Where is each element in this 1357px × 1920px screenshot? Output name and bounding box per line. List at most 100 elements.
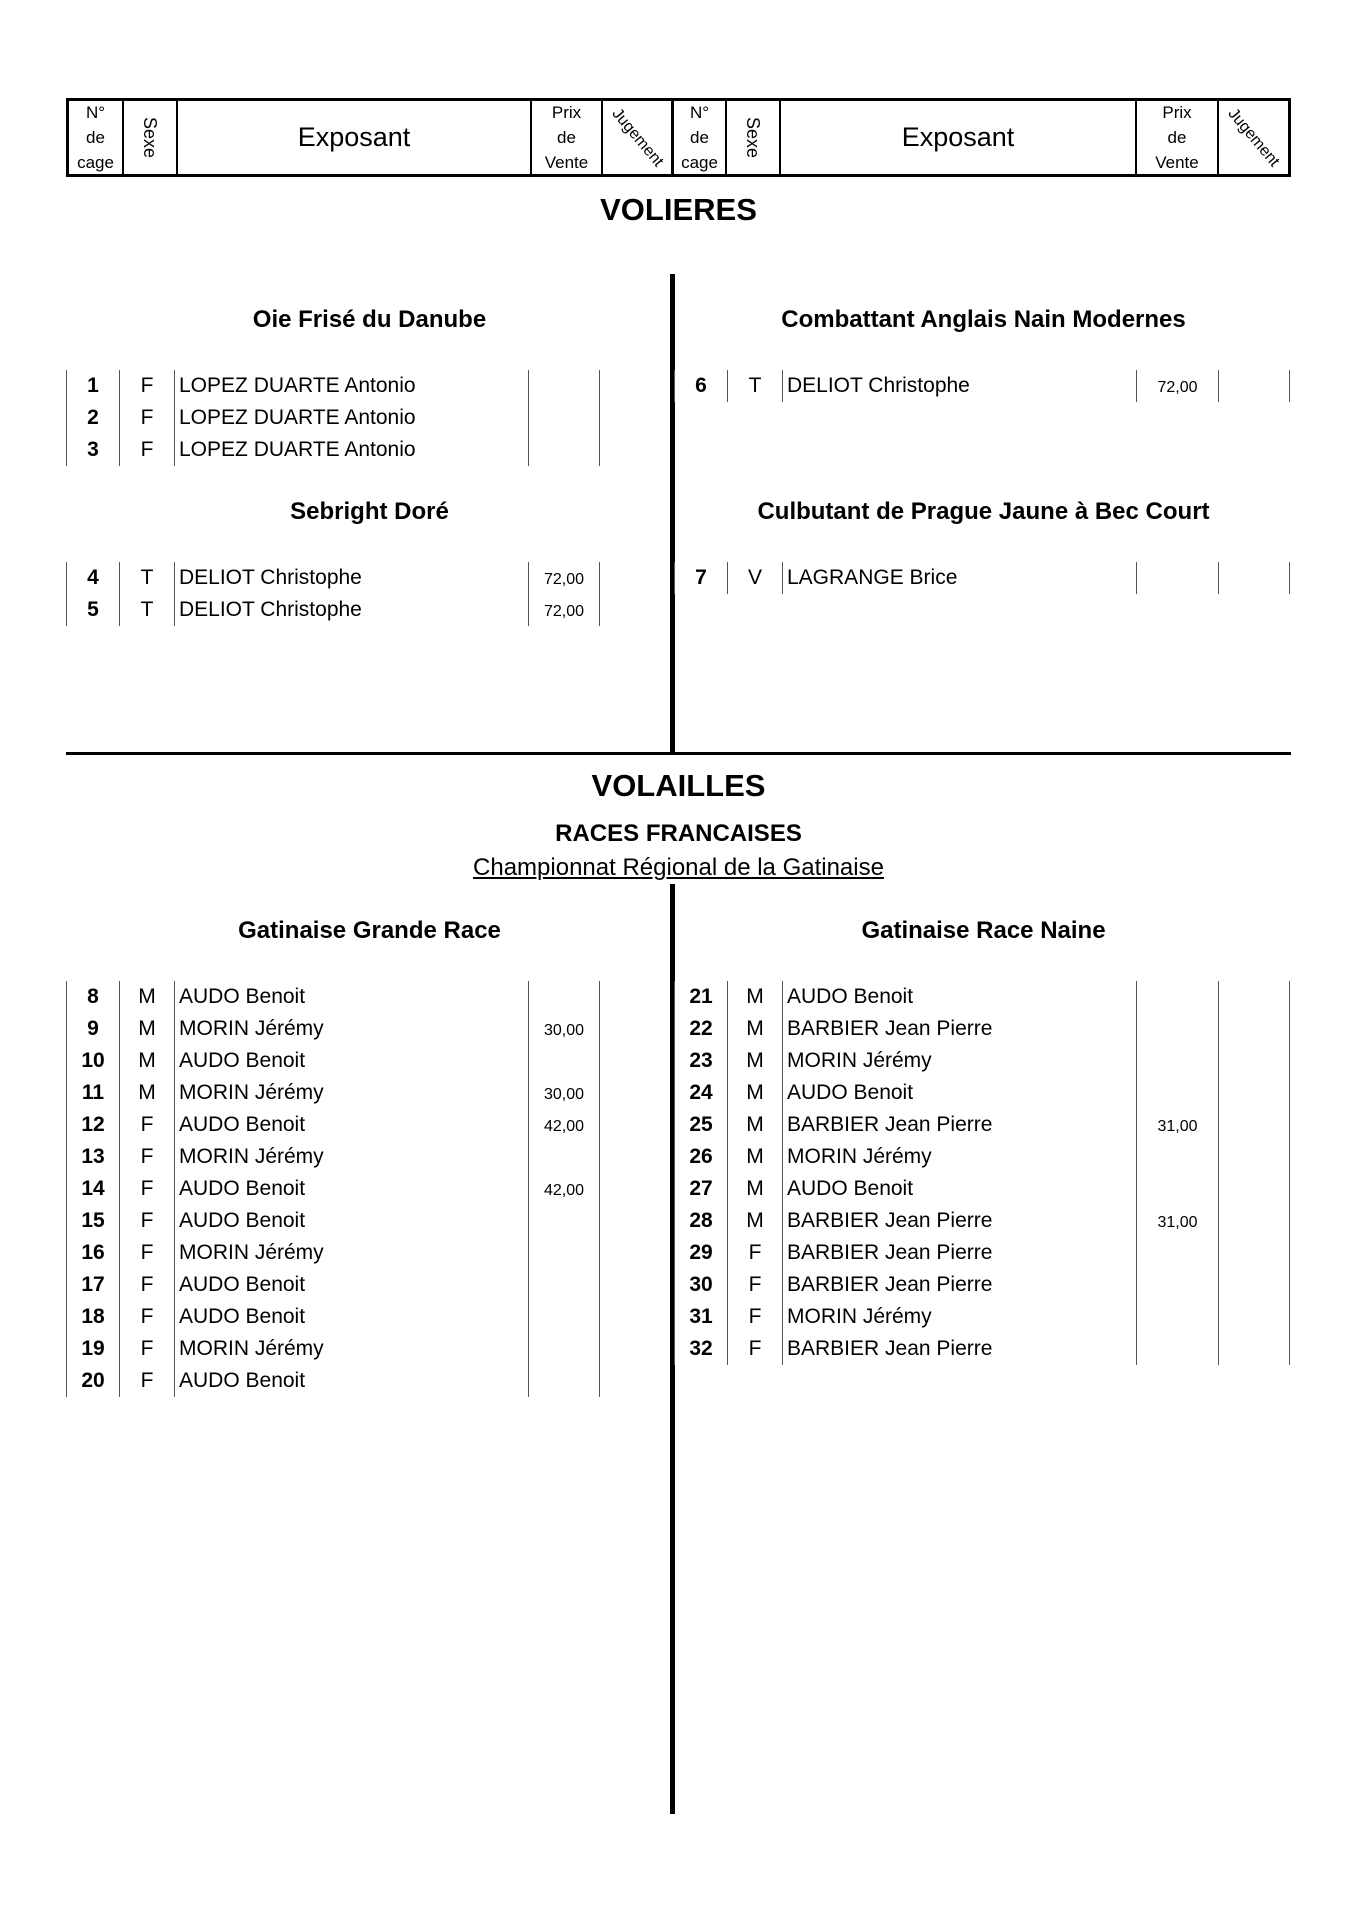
sale-price xyxy=(1136,1013,1218,1045)
sex: F xyxy=(119,1205,174,1237)
cage-number: 9 xyxy=(66,1013,119,1045)
sale-price xyxy=(528,402,599,434)
exhibitor-name: BARBIER Jean Pierre xyxy=(782,1205,1136,1237)
sale-price: 30,00 xyxy=(528,1077,599,1109)
exhibitor-name: BARBIER Jean Pierre xyxy=(782,1013,1136,1045)
exhibitor-name: BARBIER Jean Pierre xyxy=(782,1333,1136,1365)
sex: F xyxy=(119,402,174,434)
judgement-cell xyxy=(1218,1237,1219,1269)
sex: F xyxy=(727,1237,782,1269)
exhibitor-name: BARBIER Jean Pierre xyxy=(782,1269,1136,1301)
row-end-rule xyxy=(1289,1141,1290,1173)
exhibitor-name: LAGRANGE Brice xyxy=(782,562,1136,594)
sale-price xyxy=(1136,1173,1218,1205)
sex: M xyxy=(727,1205,782,1237)
header-sex: Sexe xyxy=(122,101,176,174)
exhibitor-name: AUDO Benoit xyxy=(782,1173,1136,1205)
sex: V xyxy=(727,562,782,594)
sex: M xyxy=(727,981,782,1013)
row-end-rule xyxy=(1289,1013,1290,1045)
sale-price: 31,00 xyxy=(1136,1109,1218,1141)
breed-title: Oie Frisé du Danube xyxy=(252,306,487,333)
exhibitor-name: MORIN Jérémy xyxy=(174,1237,528,1269)
cage-number: 18 xyxy=(66,1301,119,1333)
judgement-cell xyxy=(599,1205,600,1237)
exhibitor-name: LOPEZ DUARTE Antonio xyxy=(174,434,528,466)
sex: M xyxy=(119,1045,174,1077)
sex: F xyxy=(727,1269,782,1301)
sex: F xyxy=(727,1301,782,1333)
sex: M xyxy=(727,1109,782,1141)
sale-price xyxy=(1136,562,1218,594)
cage-number: 30 xyxy=(674,1269,727,1301)
cage-number: 32 xyxy=(674,1333,727,1365)
sale-price xyxy=(528,370,599,402)
section-subtitle: RACES FRANCAISES xyxy=(555,820,802,847)
judgement-cell xyxy=(599,1141,600,1173)
judgement-cell xyxy=(599,370,600,402)
sale-price: 42,00 xyxy=(528,1173,599,1205)
cage-number: 23 xyxy=(674,1045,727,1077)
sex: T xyxy=(119,562,174,594)
cage-number: 4 xyxy=(66,562,119,594)
judgement-cell xyxy=(599,1045,600,1077)
sex: F xyxy=(119,1365,174,1397)
header-judgement-right: Jugement xyxy=(1217,101,1288,174)
exhibitor-name: AUDO Benoit xyxy=(174,1173,528,1205)
judgement-cell xyxy=(1218,981,1219,1013)
judgement-cell xyxy=(599,1109,600,1141)
row-end-rule xyxy=(1289,1237,1290,1269)
judgement-cell xyxy=(1218,1205,1219,1237)
judgement-cell xyxy=(1218,1045,1219,1077)
cage-number: 8 xyxy=(66,981,119,1013)
sale-price xyxy=(528,1333,599,1365)
sale-price: 31,00 xyxy=(1136,1205,1218,1237)
sex: T xyxy=(119,594,174,626)
judgement-cell xyxy=(1218,1077,1219,1109)
sale-price xyxy=(1136,1269,1218,1301)
judgement-cell xyxy=(599,1365,600,1397)
exhibitor-name: MORIN Jérémy xyxy=(782,1301,1136,1333)
judgement-cell xyxy=(1218,370,1219,402)
sale-price xyxy=(528,1269,599,1301)
row-end-rule xyxy=(1289,1045,1290,1077)
row-end-rule xyxy=(1289,981,1290,1013)
judgement-cell xyxy=(1218,562,1219,594)
judgement-cell xyxy=(599,1013,600,1045)
cage-number: 14 xyxy=(66,1173,119,1205)
section-title-volieres: VOLIERES xyxy=(600,192,757,227)
row-end-rule xyxy=(1289,562,1290,594)
sex: F xyxy=(119,1173,174,1205)
sale-price: 72,00 xyxy=(528,594,599,626)
header-sale-price-right: Prix de Vente xyxy=(1135,101,1217,174)
sale-price xyxy=(528,1301,599,1333)
exhibitor-name: BARBIER Jean Pierre xyxy=(782,1109,1136,1141)
cage-number: 31 xyxy=(674,1301,727,1333)
exhibitor-name: MORIN Jérémy xyxy=(174,1013,528,1045)
header-exhibitor-right: Exposant xyxy=(779,101,1135,174)
sex: M xyxy=(727,1141,782,1173)
sale-price xyxy=(528,1365,599,1397)
row-end-rule xyxy=(1289,1205,1290,1237)
column-divider xyxy=(670,274,675,752)
exhibitor-name: MORIN Jérémy xyxy=(174,1333,528,1365)
judgement-cell xyxy=(599,1077,600,1109)
sale-price xyxy=(528,1205,599,1237)
judgement-cell xyxy=(1218,1013,1219,1045)
exhibitor-name: MORIN Jérémy xyxy=(174,1141,528,1173)
cage-number: 21 xyxy=(674,981,727,1013)
judgement-cell xyxy=(599,434,600,466)
sale-price xyxy=(1136,1077,1218,1109)
sale-price xyxy=(528,981,599,1013)
row-end-rule xyxy=(1289,1301,1290,1333)
sex: F xyxy=(119,370,174,402)
exhibitor-name: LOPEZ DUARTE Antonio xyxy=(174,370,528,402)
exhibitor-name: AUDO Benoit xyxy=(174,1045,528,1077)
column-divider xyxy=(670,884,675,1814)
cage-number: 6 xyxy=(674,370,727,402)
judgement-cell xyxy=(599,1173,600,1205)
judgement-cell xyxy=(1218,1173,1219,1205)
header-exhibitor: Exposant xyxy=(176,101,530,174)
sale-price xyxy=(528,1141,599,1173)
sex: M xyxy=(119,1077,174,1109)
